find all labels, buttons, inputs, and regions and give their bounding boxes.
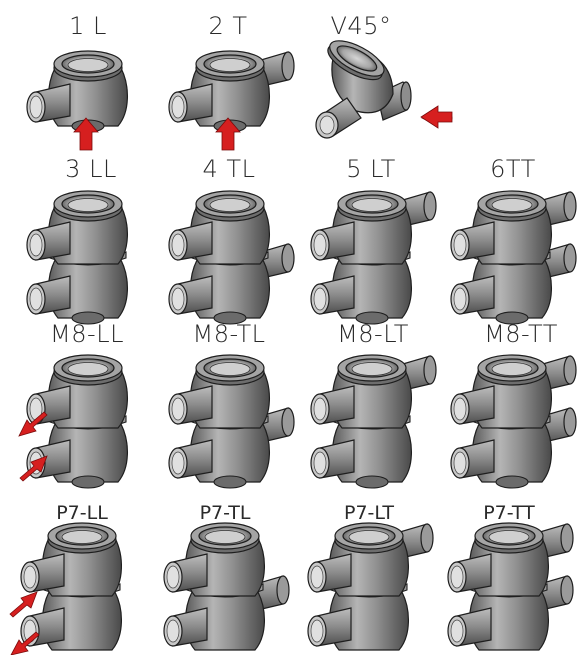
fitting-p7-tl (163, 522, 290, 651)
label-3-ll: 3 LL (65, 155, 117, 183)
label-6tt: 6TT (490, 155, 536, 183)
label-v45: V45° (330, 12, 392, 40)
fitting-3-ll (26, 190, 129, 325)
fitting-v45 (315, 40, 412, 139)
label-p7-tl: P7-TL (199, 502, 251, 524)
fitting-5-lt (310, 190, 437, 325)
fitting-m8-lt (310, 354, 437, 489)
arrow-1-l (73, 117, 99, 151)
fitting-4-tl (168, 190, 295, 325)
fitting-m8-tl (168, 354, 295, 489)
label-4-tl: 4 TL (202, 155, 256, 183)
label-m8-tl: M8-TL (192, 320, 266, 348)
fitting-p7-ll (20, 522, 123, 651)
label-p7-ll: P7-LL (56, 502, 108, 524)
label-p7-lt: P7-LT (344, 502, 394, 524)
arrow-2-t (215, 117, 241, 151)
arrow-p7-ll-bottom (10, 631, 40, 655)
label-p7-tt: P7-TT (483, 502, 535, 524)
arrow-m8-ll-bottom (19, 455, 48, 482)
label-m8-lt: M8-LT (337, 320, 409, 348)
fitting-m8-tt (450, 354, 577, 489)
fitting-6tt (450, 190, 577, 325)
label-5-lt: 5 LT (346, 155, 396, 183)
label-m8-ll: M8-LL (50, 320, 124, 348)
arrow-m8-ll-top (18, 411, 48, 437)
fitting-p7-lt (307, 522, 434, 651)
fitting-p7-tt (447, 522, 574, 651)
fitting-2-t (168, 50, 295, 133)
arrow-v45-head (420, 105, 453, 129)
label-m8-tt: M8-TT (484, 320, 558, 348)
arrow-p7-ll-top (9, 591, 38, 618)
label-2-t: 2 T (208, 12, 248, 40)
label-1-l: 1 L (69, 12, 107, 40)
fitting-1-l (26, 50, 129, 133)
